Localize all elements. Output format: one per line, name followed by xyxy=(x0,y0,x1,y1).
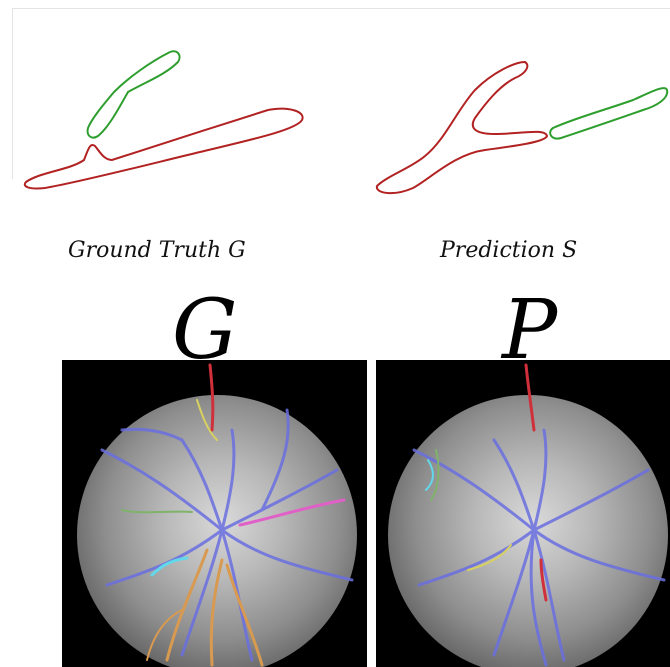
ground-truth-green-shape xyxy=(86,50,181,139)
prediction-letter: P xyxy=(502,283,558,378)
retina-ground-truth-panel xyxy=(62,360,367,667)
ground-truth-caption: Ground Truth G xyxy=(68,238,246,263)
prediction-caption: Prediction S xyxy=(440,238,578,263)
top-frame xyxy=(12,8,670,179)
prediction-red-shape xyxy=(375,60,549,194)
retina-fundus-image-ground-truth xyxy=(77,363,357,667)
ground-truth-red-shape xyxy=(23,107,304,190)
ground-truth-shapes xyxy=(23,50,304,190)
prediction-green-shape xyxy=(549,87,669,140)
prediction-shapes xyxy=(375,60,669,194)
ground-truth-letter: G xyxy=(172,283,238,378)
retina-prediction-panel xyxy=(376,360,670,667)
retina-fundus-image-prediction xyxy=(388,363,668,667)
